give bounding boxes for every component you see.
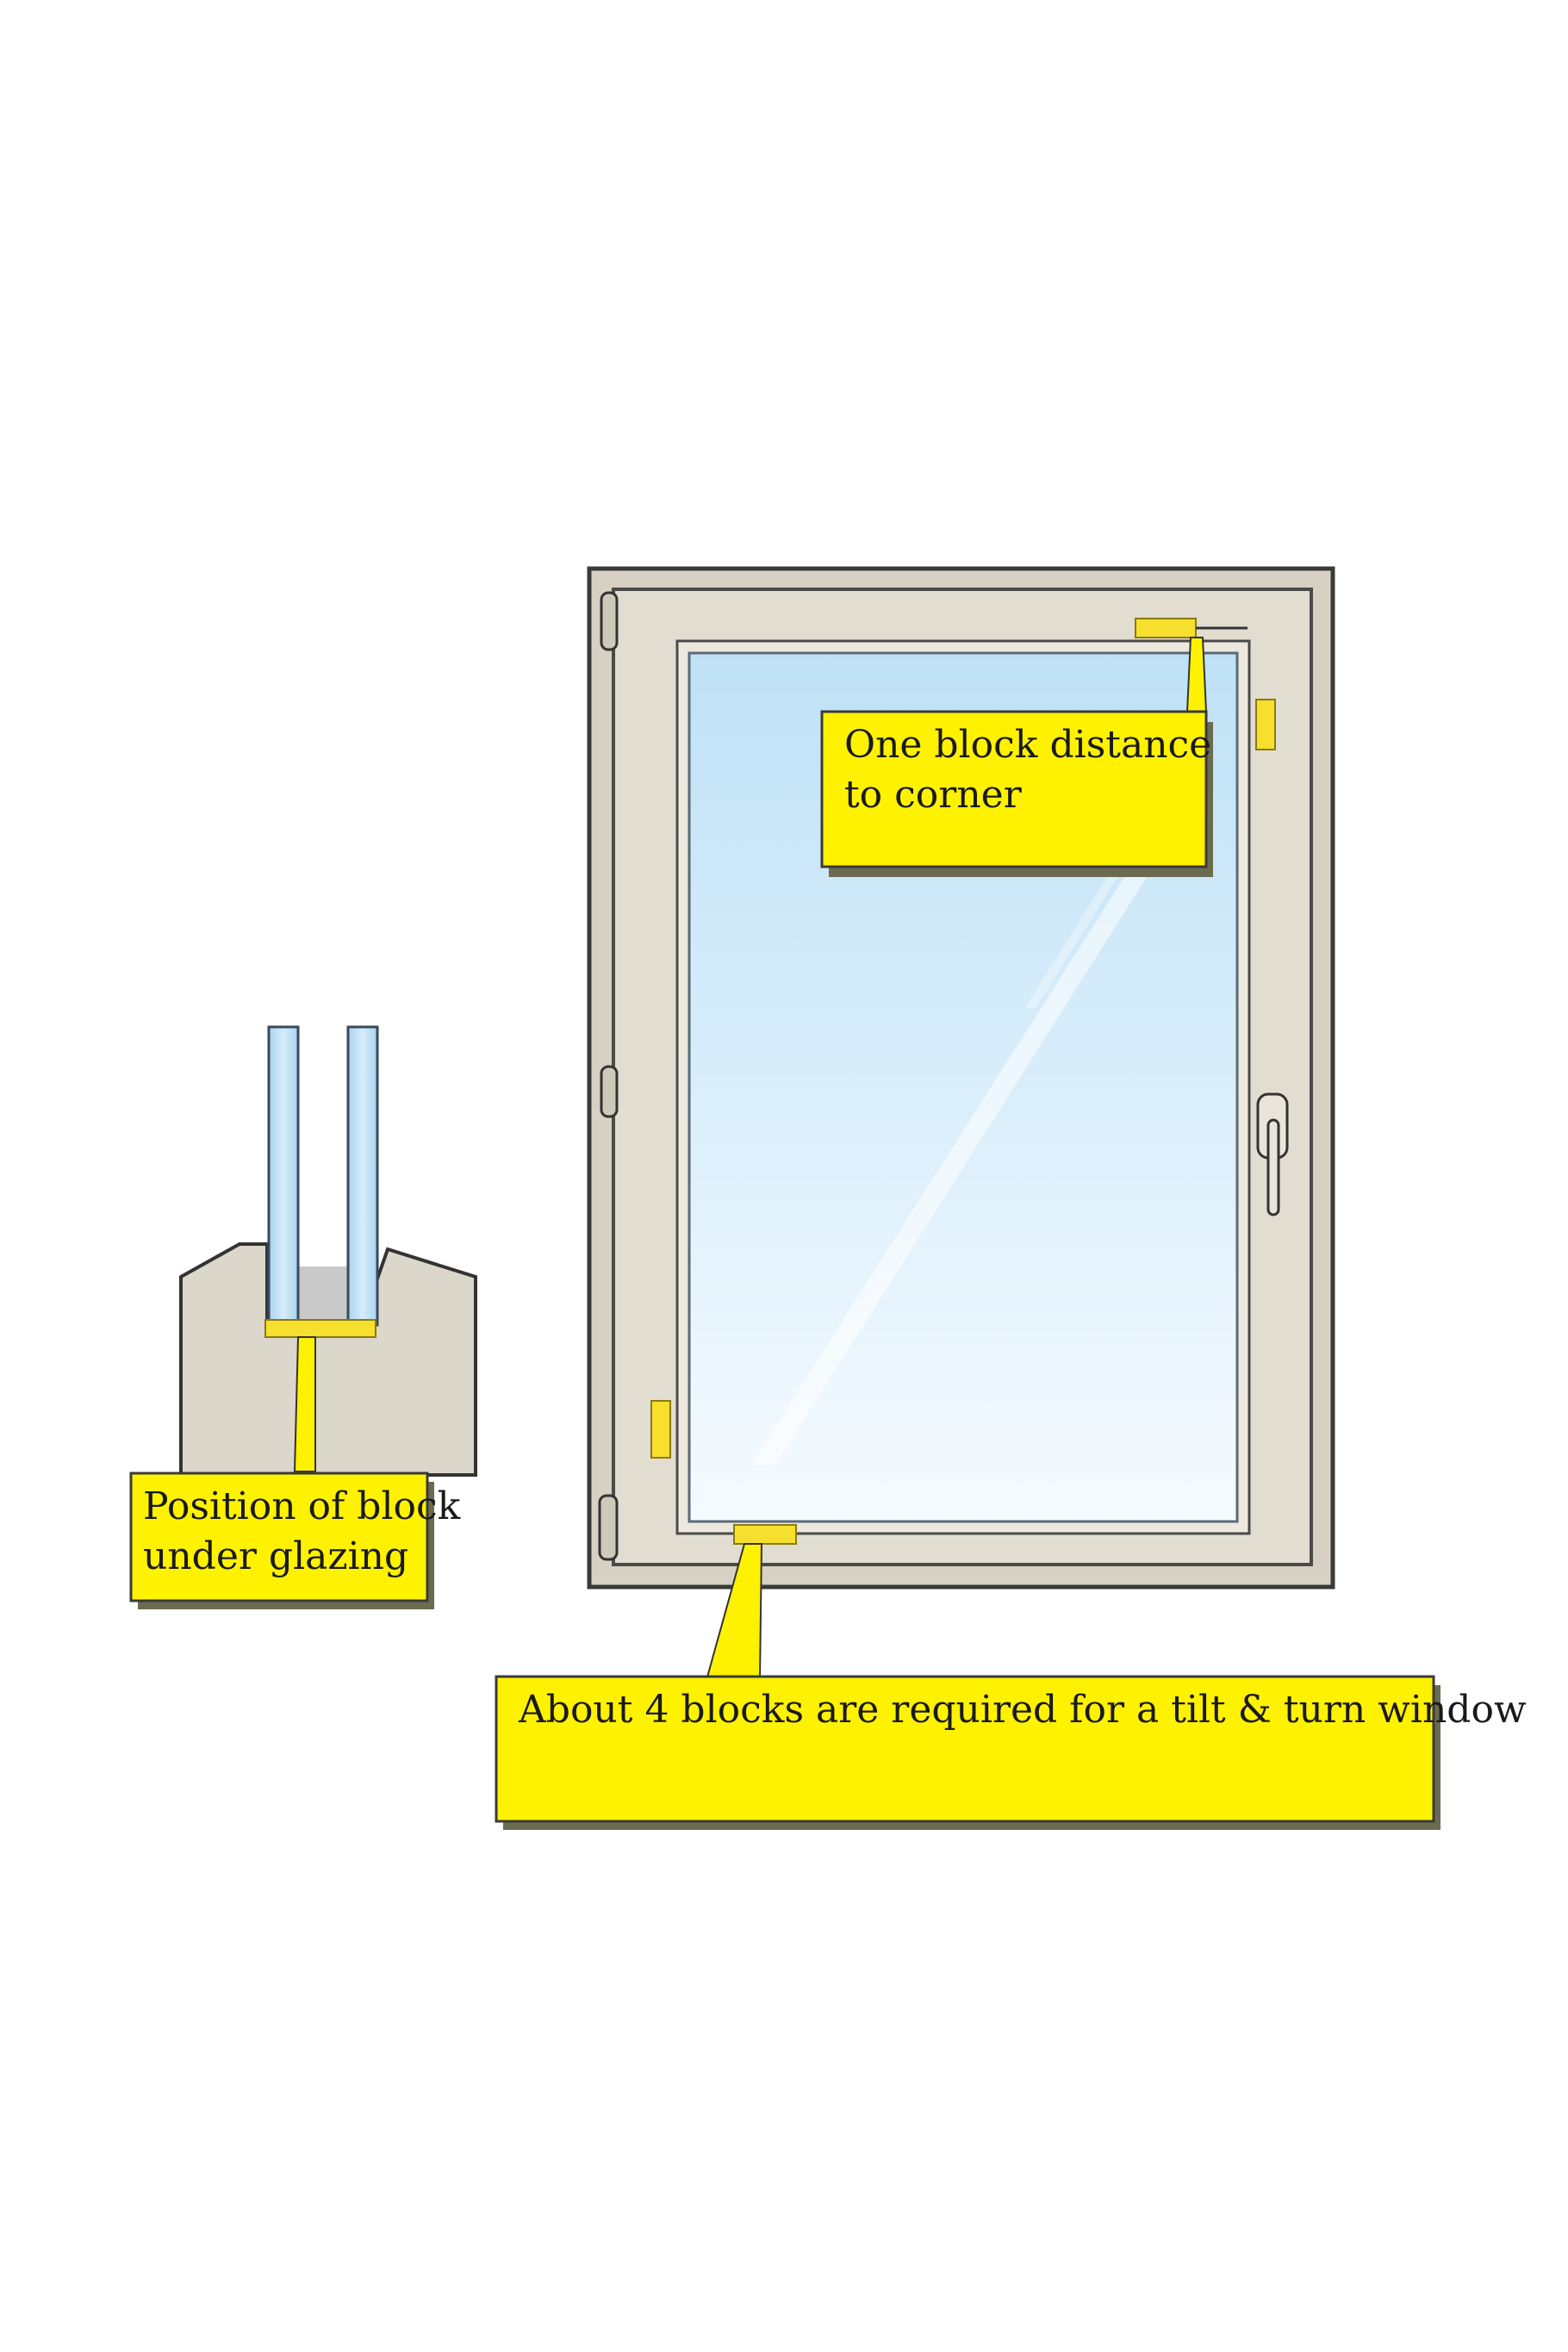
callout-pointer-corner (1185, 637, 1208, 712)
callout-text-corner: One block distance to corner (844, 723, 1212, 817)
glazing-block-icon (264, 1319, 376, 1338)
glass-pane (267, 1025, 300, 1327)
glass-reflection (751, 870, 1151, 1465)
glazing-block-icon (1255, 699, 1276, 750)
hinge-icon (600, 1065, 619, 1118)
callout-text-glazing: Position of block under glazing (143, 1484, 461, 1578)
handle-icon (1256, 1092, 1289, 1216)
glazing-cross-section (179, 1025, 477, 1477)
callout-box-window (495, 1675, 1440, 1830)
callout-text-window: About 4 blocks are required for a tilt &… (519, 1688, 1527, 1732)
callout-box-glazing (129, 1472, 434, 1609)
glazing-block-icon (1135, 618, 1197, 638)
hinge-icon (600, 591, 619, 651)
glazing-block-icon (650, 1400, 671, 1459)
callout-pointer-glazing (293, 1336, 316, 1472)
glazing-block-icon (733, 1524, 797, 1545)
callout-box-corner (820, 710, 1213, 877)
rebate-gap (293, 1266, 352, 1325)
glass-pane (346, 1025, 379, 1327)
hinge-icon (598, 1494, 619, 1561)
